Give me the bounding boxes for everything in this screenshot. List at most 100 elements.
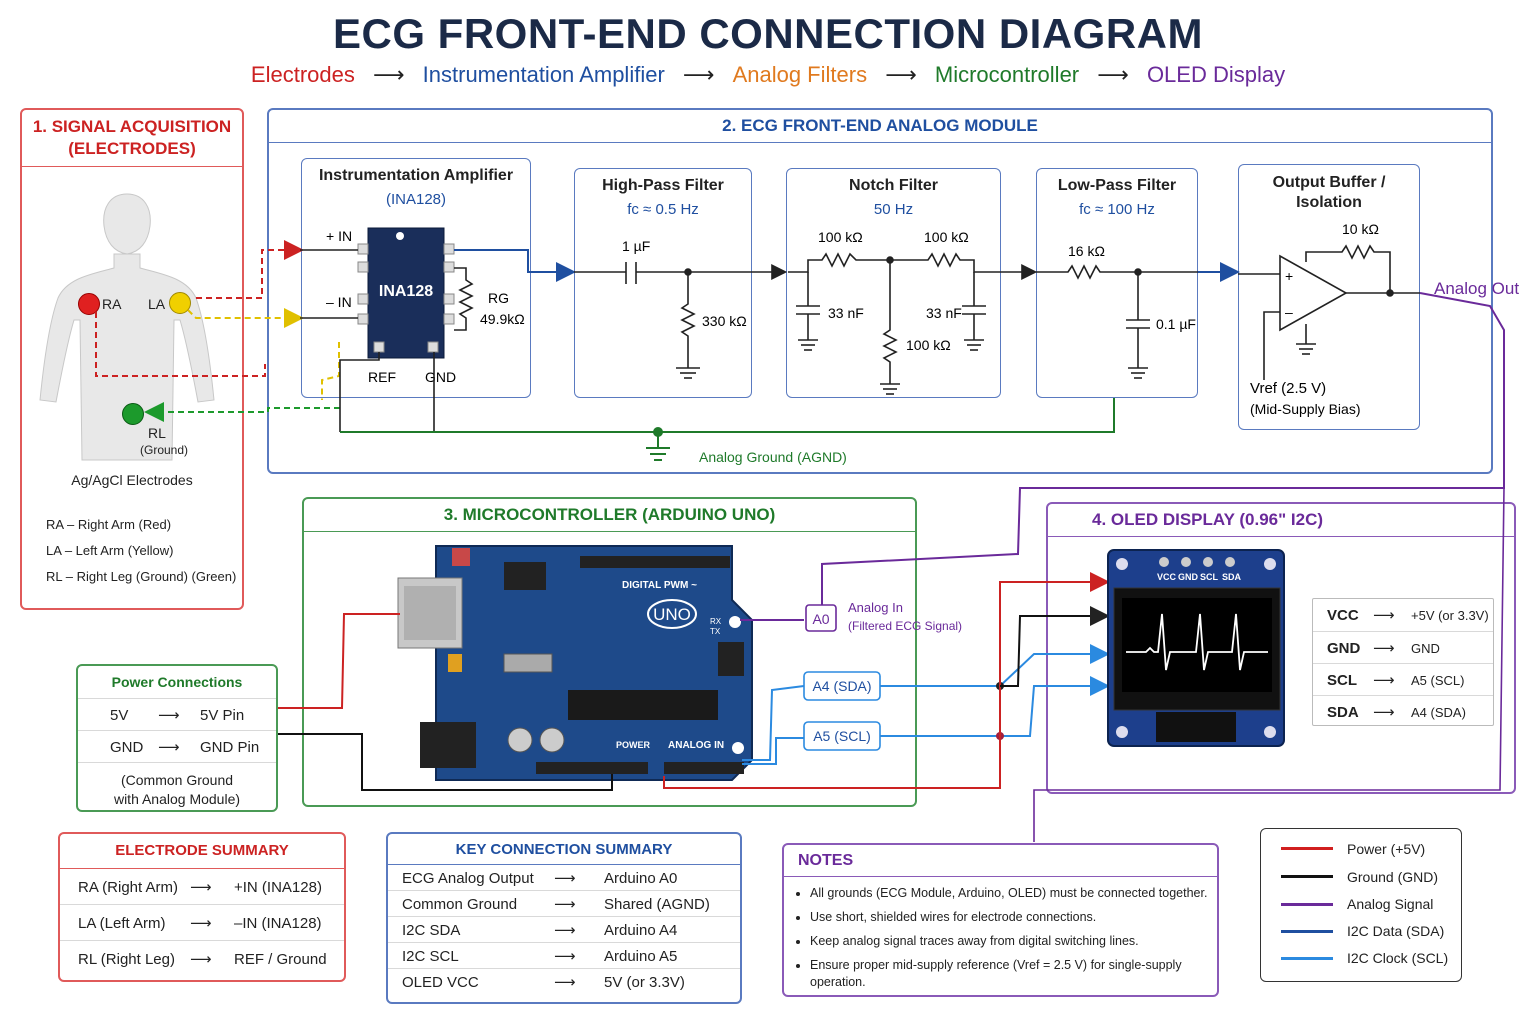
electrodes-label: Ag/AgCl Electrodes [71, 472, 193, 488]
legend-analog-label: Analog Signal [1347, 896, 1434, 912]
hpf-schematic [574, 262, 752, 379]
key-from: OLED VCC [402, 973, 479, 991]
key-to: Arduino A4 [604, 921, 678, 939]
rl-electrode [122, 403, 144, 425]
oled-module: VCC GND SCL SDA [1107, 549, 1285, 747]
key-summary-title: KEY CONNECTION SUMMARY [455, 841, 673, 858]
oled-pin-gnd: GND [1178, 572, 1199, 582]
pin-minus-in: – IN [326, 294, 352, 310]
notch-box: Notch Filter 50 Hz [786, 168, 1001, 398]
power-to: 5V Pin [200, 706, 245, 724]
key-from: Common Ground [402, 895, 518, 913]
notch-r3: 100 kΩ [906, 337, 951, 353]
legend-code: RL [46, 569, 63, 584]
key-summary-panel: KEY CONNECTION SUMMARY ECG Analog Output… [386, 832, 742, 1004]
oled-pin-scl: SCL [1200, 572, 1219, 582]
acquisition-panel: 1. SIGNAL ACQUISITION (ELECTRODES) RA LA… [20, 108, 244, 610]
key-to: 5V (or 3.3V) [604, 973, 685, 991]
oled-map-pin: SCL [1327, 671, 1357, 689]
legend-desc: Right Leg (Ground) (Green) [76, 569, 237, 584]
summary-to: –IN (INA128) [234, 914, 322, 932]
buffer-schematic [1238, 244, 1420, 380]
hpf-title: High-Pass Filter [602, 177, 724, 194]
oled-map-to: A5 (SCL) [1411, 672, 1465, 688]
notch-c1: 33 nF [828, 305, 864, 321]
oled-map-pin: VCC [1327, 606, 1359, 624]
board-power-label: POWER [616, 740, 651, 750]
power-note: (Common Ground [120, 772, 234, 788]
a0-label: A0 [812, 611, 829, 627]
hpf-res: 330 kΩ [702, 313, 747, 329]
notes-panel: NOTES All grounds (ECG Module, Arduino, … [782, 843, 1219, 997]
legend-scl-label: I2C Clock (SCL) [1347, 950, 1449, 966]
lpf-schematic [1036, 264, 1198, 379]
legend-sda-label: I2C Data (SDA) [1347, 923, 1445, 939]
notes-title: NOTES [798, 852, 854, 869]
electrode-summary-title: ELECTRODE SUMMARY [115, 842, 289, 859]
agnd-label: Analog Ground (AGND) [699, 449, 847, 465]
lpf-res: 16 kΩ [1068, 243, 1105, 259]
lpf-fc: fc ≈ 100 Hz [1079, 201, 1155, 218]
key-from: I2C SCL [402, 947, 459, 965]
notch-r2: 100 kΩ [924, 229, 969, 245]
oled-map-to: GND [1411, 640, 1440, 656]
inamp-title: Instrumentation Amplifier [318, 167, 514, 184]
oled-map-to: +5V (or 3.3V) [1411, 607, 1489, 623]
mcu-title: 3. MICROCONTROLLER (ARDUINO UNO) [443, 505, 776, 524]
power-note: with Analog Module) [113, 791, 241, 807]
frontend-title: 2. ECG FRONT-END ANALOG MODULE [722, 116, 1038, 135]
key-to: Arduino A5 [604, 947, 678, 965]
wire-legend: Power (+5V) Ground (GND) Analog Signal I… [1260, 828, 1462, 982]
flow-mcu: Microcontroller [934, 62, 1080, 87]
notch-r1: 100 kΩ [818, 229, 863, 245]
legend-desc: Right Arm (Red) [77, 517, 172, 532]
a4-label: A4 (SDA) [812, 678, 871, 694]
notch-c2: 33 nF [926, 305, 962, 321]
vref-label: Vref (2.5 V) [1250, 380, 1326, 397]
flow-electrodes: Electrodes [250, 62, 355, 87]
summary-from: RA (Right Arm) [78, 878, 179, 896]
signal-flow: Electrodes ⟶ Instrumentation Amplifier ⟶… [0, 62, 1536, 88]
oled-map-to: A4 (SDA) [1411, 704, 1466, 720]
rg-value: 49.9kΩ [480, 311, 525, 327]
lpf-cap: 0.1 µF [1156, 316, 1196, 332]
board-tx-label: TX [710, 627, 721, 636]
legend-code: LA [46, 543, 62, 558]
hpf-box: High-Pass Filter fc ≈ 0.5 Hz [574, 168, 752, 398]
inamp-part: (INA128) [385, 191, 447, 208]
rg-label: RG [488, 290, 509, 306]
key-from: I2C SDA [402, 921, 461, 939]
ra-label: RA [102, 296, 122, 312]
lpf-title: Low-Pass Filter [1057, 177, 1177, 194]
ecg-waveform [1126, 613, 1268, 671]
key-to: Arduino A0 [604, 869, 678, 887]
flow-arrow: ⟶ [372, 62, 405, 87]
note-item: All grounds (ECG Module, Arduino, OLED) … [810, 885, 1217, 902]
power-from: 5V [110, 706, 129, 724]
flow-arrow: ⟶ [682, 62, 715, 87]
legend-power-swatch [1281, 847, 1333, 850]
power-title: Power Connections [111, 674, 243, 690]
electrode-summary-panel: ELECTRODE SUMMARY RA (Right Arm)⟶+IN (IN… [58, 832, 346, 982]
hpf-fc: fc ≈ 0.5 Hz [627, 201, 699, 218]
hpf-cap: 1 µF [622, 238, 650, 254]
pin-gnd: GND [425, 369, 456, 385]
summary-to: REF / Ground [234, 950, 327, 968]
flow-oled: OLED Display [1146, 62, 1286, 87]
ina128-chip: INA128 [357, 227, 455, 359]
legend-ground-swatch [1281, 875, 1333, 878]
summary-from: LA (Left Arm) [78, 914, 166, 932]
pin-ref: REF [368, 369, 396, 385]
oled-title: 4. OLED DISPLAY (0.96" I2C) [1092, 510, 1324, 529]
electrode-wires [95, 240, 340, 422]
notch-schematic [788, 252, 1001, 395]
acquisition-title: 1. SIGNAL ACQUISITION [32, 117, 232, 136]
opamp-minus: – [1285, 304, 1293, 320]
board-uno-label: UNO [653, 605, 691, 624]
a5-label: A5 (SCL) [813, 728, 871, 744]
buffer-title: Output Buffer / [1272, 174, 1386, 191]
buffer-res: 10 kΩ [1342, 221, 1379, 237]
analog-out-label: Analog Out [1434, 279, 1519, 298]
board-analog-label: ANALOG IN [668, 740, 724, 751]
